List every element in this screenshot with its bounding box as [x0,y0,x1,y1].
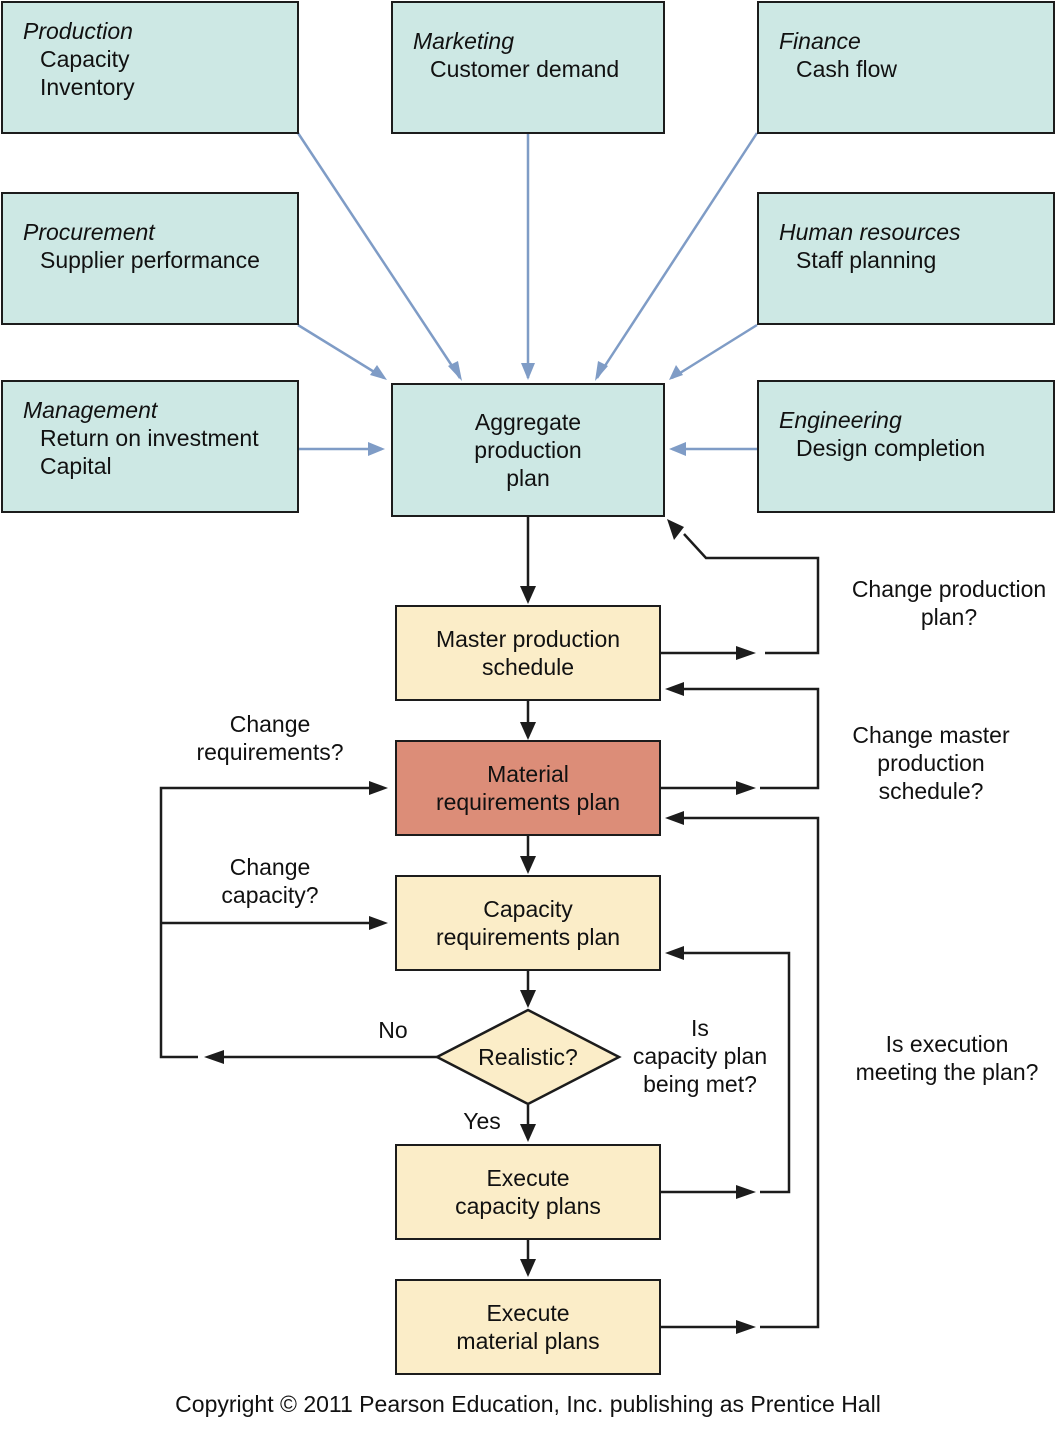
master-production-schedule-box: Master production schedule [395,605,661,701]
aggregate-line-2: production [474,437,582,463]
management-box: Management Return on investment Capital [1,380,299,513]
crp-line-2: requirements plan [435,924,621,950]
marketing-dept: Marketing [413,28,514,54]
arrow-finance-to-aggregate [595,132,759,379]
mps-line-2: schedule [481,654,575,680]
production-dept: Production [23,18,133,44]
marketing-item-demand: Customer demand [430,56,620,82]
change-mps-line-3: schedule? [878,778,984,804]
exec-capacity-line-1: Execute [486,1165,570,1191]
procurement-dept: Procurement [23,219,155,245]
mps-line-1: Master production [435,626,621,652]
exec-capacity-line-2: capacity plans [455,1193,601,1219]
management-item-roi: Return on investment [40,425,259,451]
change-capacity-line-1: Change [229,854,311,880]
execution-meeting-line-2: meeting the plan? [855,1059,1039,1085]
material-requirements-plan-box: Material requirements plan [395,740,661,836]
change-requirements-line-2: requirements? [196,739,344,765]
hr-item-staff: Staff planning [796,247,937,273]
procurement-box: Procurement Supplier performance [1,192,299,325]
arrow-hr-to-aggregate [671,323,758,380]
mrp-line-2: requirements plan [435,789,621,815]
management-item-capital: Capital [40,453,112,479]
management-dept: Management [23,397,158,423]
engineering-item-design: Design completion [796,435,986,461]
engineering-box: Engineering Design completion [757,380,1055,513]
capacity-met-line-3: being met? [643,1071,757,1097]
change-production-plan-line-2: plan? [920,604,978,630]
marketing-box: Marketing Customer demand [391,1,665,134]
finance-dept: Finance [779,28,861,54]
change-requirements-line-1: Change [229,711,311,737]
production-box: Production Capacity Inventory [1,1,299,134]
change-production-plan-line-1: Change production [851,576,1047,602]
execute-material-plans-box: Execute material plans [395,1279,661,1375]
change-capacity-label: Change capacity? [200,853,340,909]
decision-diamond [434,1008,622,1106]
copyright-footer: Copyright © 2011 Pearson Education, Inc.… [175,1391,881,1417]
capacity-met-line-2: capacity plan [632,1043,768,1069]
aggregate-line-3: plan [506,465,550,491]
procurement-item-supplier: Supplier performance [40,247,260,273]
hr-dept: Human resources [779,219,961,245]
exec-material-line-1: Execute [486,1300,570,1326]
aggregate-plan-box: Aggregate production plan [391,383,665,517]
production-item-capacity: Capacity [40,46,130,72]
mrp-line-1: Material [487,761,569,787]
change-mps-line-2: production [877,750,985,776]
capacity-met-label: Is capacity plan being met? [618,1014,782,1098]
loop-change-production-plan [683,533,820,655]
loop-change-mps [682,687,820,790]
execution-meeting-label: Is execution meeting the plan? [842,1030,1052,1086]
execution-meeting-line-1: Is execution [885,1031,1009,1057]
change-requirements-label: Change requirements? [180,710,360,766]
execute-capacity-plans-box: Execute capacity plans [395,1144,661,1240]
hr-box: Human resources Staff planning [757,192,1055,325]
no-label: No [378,1017,408,1043]
arrow-procurement-to-aggregate [297,323,385,380]
aggregate-line-1: Aggregate [474,409,582,435]
exec-material-line-2: material plans [456,1328,600,1354]
change-production-plan-label: Change production plan? [843,575,1055,631]
crp-line-1: Capacity [483,896,573,922]
engineering-dept: Engineering [779,407,902,433]
change-capacity-line-2: capacity? [221,882,319,908]
loop-execution-meeting [682,816,820,1329]
change-mps-label: Change master production schedule? [836,721,1026,805]
arrow-production-to-aggregate [296,132,462,379]
loop-capacity-met [682,951,791,1194]
capacity-requirements-plan-box: Capacity requirements plan [395,875,661,971]
production-item-inventory: Inventory [40,74,135,100]
finance-box: Finance Cash flow [757,1,1055,134]
capacity-met-line-1: Is [691,1015,709,1041]
decision-label: Realistic? [478,1044,578,1070]
yes-label: Yes [463,1108,501,1134]
finance-item-cashflow: Cash flow [796,56,897,82]
change-mps-line-1: Change master [852,722,1010,748]
